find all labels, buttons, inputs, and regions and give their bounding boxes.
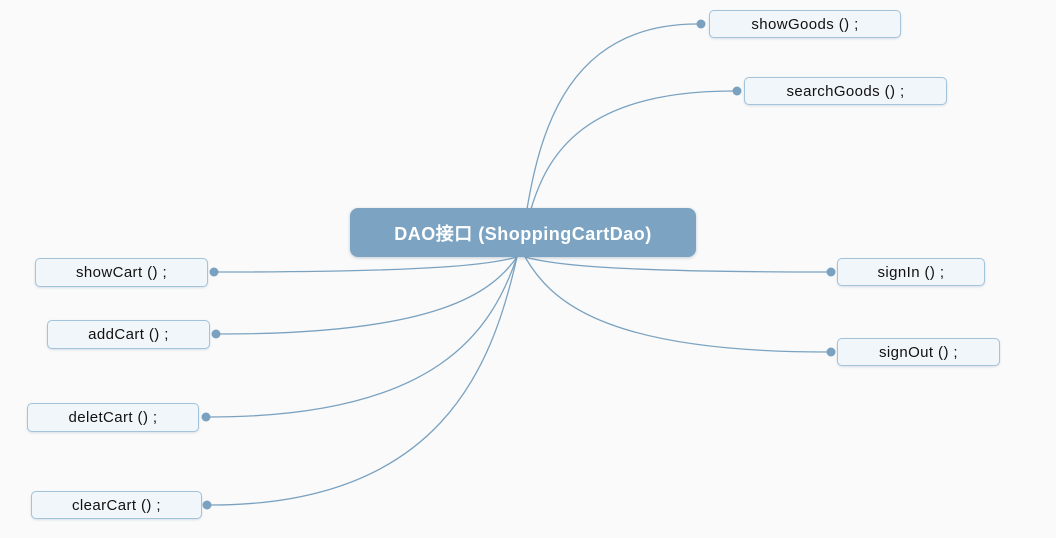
- connector-dot-showcart: [209, 267, 219, 277]
- topic-node-addcart[interactable]: addCart () ;: [47, 320, 210, 349]
- topic-label: clearCart () ;: [72, 496, 161, 514]
- connector-addcart: [219, 256, 518, 335]
- root-topic-node[interactable]: DAO接口 (ShoppingCartDao): [350, 208, 696, 257]
- connector-signout: [524, 256, 828, 353]
- topic-label: showGoods () ;: [751, 15, 859, 33]
- topic-label: deletCart () ;: [68, 409, 158, 426]
- connector-clearcart: [210, 256, 518, 506]
- connector-showcart: [217, 256, 518, 273]
- topic-node-searchgoods[interactable]: searchGoods () ;: [744, 77, 947, 105]
- connector-dot-addcart: [211, 329, 221, 339]
- root-topic-label: DAO接口 (ShoppingCartDao): [394, 223, 652, 244]
- connector-dot-showgoods: [696, 19, 706, 29]
- topic-label: showCart () ;: [75, 264, 168, 281]
- topic-node-showcart[interactable]: showCart () ;: [35, 258, 208, 287]
- connector-dot-deletcart: [201, 412, 211, 422]
- connector-dot-searchgoods: [732, 86, 742, 96]
- connector-signin: [524, 256, 828, 273]
- connector-searchgoods: [530, 90, 734, 210]
- topic-node-signin[interactable]: signIn () ;: [837, 258, 985, 286]
- topic-label: searchGoods () ;: [786, 82, 905, 100]
- topic-label: addCart () ;: [88, 326, 169, 343]
- connector-dot-signin: [826, 267, 836, 277]
- topic-label: signIn () ;: [877, 263, 945, 281]
- topic-node-showgoods[interactable]: showGoods () ;: [709, 10, 901, 38]
- connector-dot-signout: [826, 347, 836, 357]
- topic-node-deletcart[interactable]: deletCart () ;: [27, 403, 199, 432]
- topic-node-clearcart[interactable]: clearCart () ;: [31, 491, 202, 519]
- connector-showgoods: [526, 23, 698, 210]
- connector-dot-clearcart: [202, 500, 212, 510]
- connector-deletcart: [209, 256, 518, 418]
- topic-label: signOut () ;: [879, 343, 958, 361]
- topic-node-signout[interactable]: signOut () ;: [837, 338, 1000, 366]
